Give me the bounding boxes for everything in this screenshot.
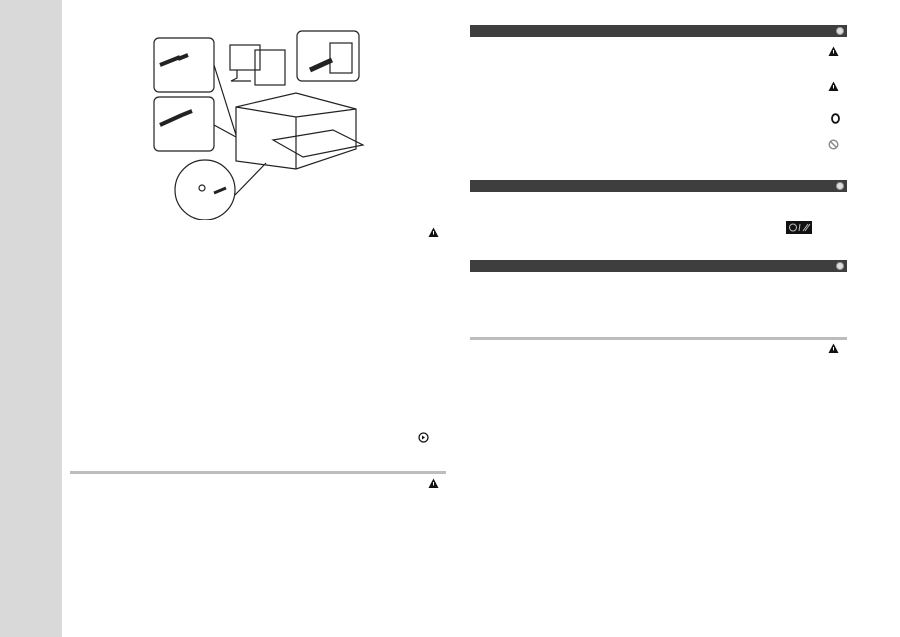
arrow-circle-icon	[418, 432, 429, 443]
divider	[470, 337, 847, 340]
warning-icon	[828, 81, 839, 91]
section-marker-icon	[836, 27, 844, 35]
warning-icon	[828, 46, 839, 56]
warning-icon	[428, 227, 439, 237]
warning-icon	[828, 343, 839, 353]
button-icon	[786, 221, 812, 234]
section-header-bar	[470, 260, 847, 272]
divider	[70, 471, 446, 474]
section-header-bar	[470, 180, 847, 192]
power-icon	[831, 113, 840, 124]
warning-icon	[428, 478, 439, 488]
printer-connection-illustration	[153, 30, 365, 220]
prohibited-icon	[828, 139, 839, 150]
section-header-bar	[470, 25, 847, 37]
section-marker-icon	[836, 262, 844, 270]
section-marker-icon	[836, 182, 844, 190]
sidebar-margin	[0, 0, 62, 637]
